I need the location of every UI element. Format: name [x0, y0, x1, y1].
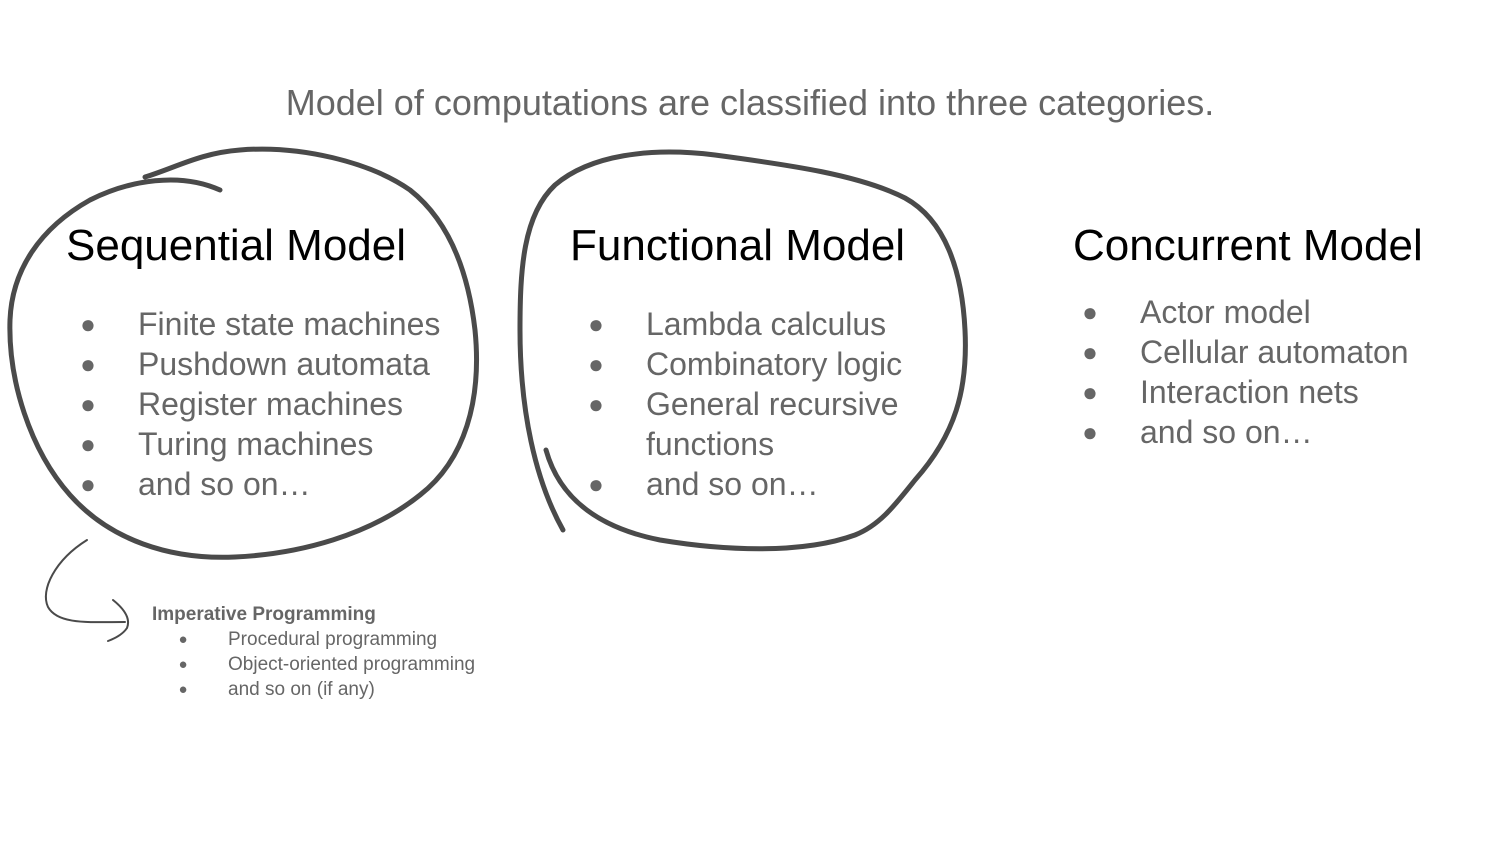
list-item: ● and so on… [588, 464, 918, 504]
list-item: ● Combinatory logic [588, 344, 918, 384]
list-item: ● Cellular automaton [1082, 332, 1409, 372]
bullet-icon: ● [588, 309, 604, 339]
list-item: ● and so on (if any) [176, 677, 475, 702]
imperative-programming-heading: Imperative Programming [152, 604, 376, 625]
bullet-icon: ● [178, 656, 188, 673]
list-item-label: Turing machines [138, 426, 374, 462]
list-item: ● Turing machines [80, 424, 440, 464]
list-item: ● Finite state machines [80, 304, 440, 344]
list-item-label: Register machines [138, 386, 403, 422]
list-item-label: Object-oriented programming [228, 654, 476, 675]
list-item: ● Interaction nets [1082, 372, 1409, 412]
functional-model-heading: Functional Model [570, 221, 906, 270]
bullet-icon: ● [80, 389, 96, 419]
arrow-sketch [44, 539, 126, 624]
bullet-icon: ● [588, 469, 604, 499]
list-item-label: Cellular automaton [1140, 334, 1409, 370]
list-item: ● Object-oriented programming [176, 652, 475, 677]
concurrent-model-heading: Concurrent Model [1073, 221, 1423, 270]
bullet-icon: ● [80, 309, 96, 339]
list-item-label: and so on… [138, 466, 311, 502]
list-item: ● and so on… [80, 464, 440, 504]
list-item-label: Interaction nets [1140, 374, 1359, 410]
sequential-model-heading: Sequential Model [66, 221, 407, 270]
list-item: ● General recursive functions [588, 384, 918, 464]
concurrent-model-list: ● Actor model ● Cellular automaton ● Intera… [1082, 292, 1409, 452]
bullet-icon: ● [178, 681, 188, 698]
bullet-icon: ● [178, 631, 188, 648]
bullet-icon: ● [588, 349, 604, 379]
list-item: ● Procedural programming [176, 627, 475, 652]
list-item: ● Register machines [80, 384, 440, 424]
list-item-label: Finite state machines [138, 306, 441, 342]
list-item-label: and so on… [1140, 414, 1313, 450]
list-item: ● Actor model [1082, 292, 1409, 332]
list-item: ● Pushdown automata [80, 344, 440, 384]
bullet-icon: ● [80, 469, 96, 499]
list-item-label: Pushdown automata [138, 346, 430, 382]
list-item-label: General recursive functions [646, 386, 899, 462]
list-item-label: Procedural programming [228, 629, 438, 650]
imperative-programming-list: ● Procedural programming ● Object-oriented… [176, 627, 475, 702]
list-item-label: Combinatory logic [646, 346, 903, 382]
bullet-icon: ● [1082, 377, 1098, 407]
slide-title: Model of computations are classified int… [285, 82, 1215, 123]
list-item: ● Lambda calculus [588, 304, 918, 344]
list-item-label: Actor model [1140, 294, 1311, 330]
list-item-label: and so on (if any) [228, 679, 375, 700]
functional-model-list: ● Lambda calculus ● Combinatory logic ● Gen… [588, 304, 918, 504]
list-item-label: Lambda calculus [646, 306, 887, 342]
list-item: ● and so on… [1082, 412, 1409, 452]
bullet-icon: ● [1082, 337, 1098, 367]
bullet-icon: ● [80, 429, 96, 459]
sequential-model-list: ● Finite state machines ● Pushdown automat… [80, 304, 440, 504]
bullet-icon: ● [80, 349, 96, 379]
bullet-icon: ● [1082, 297, 1098, 327]
arrow-head-sketch [107, 599, 129, 642]
bullet-icon: ● [588, 389, 604, 419]
bullet-icon: ● [1082, 417, 1098, 447]
list-item-label: and so on… [646, 466, 819, 502]
